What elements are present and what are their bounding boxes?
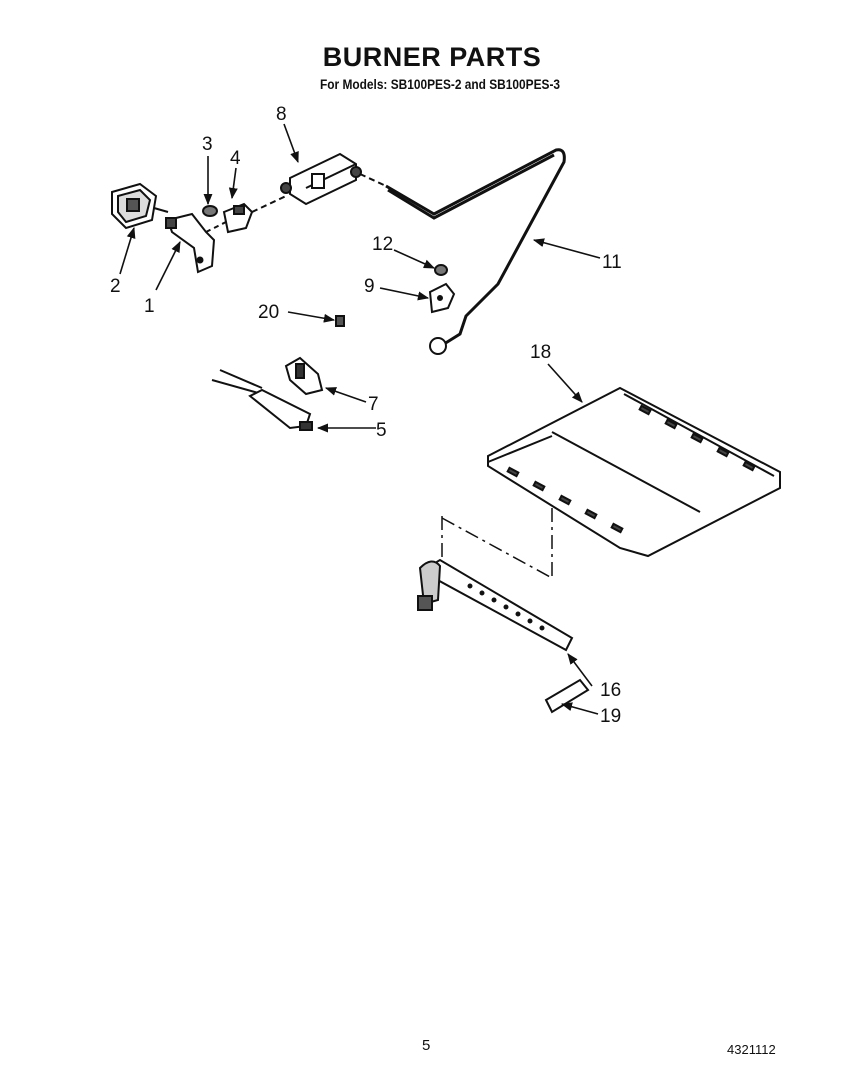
part-3-nut	[202, 205, 218, 217]
callout-3: 3	[202, 134, 213, 155]
callout-20: 20	[258, 302, 279, 323]
callout-1: 1	[144, 296, 155, 317]
part-9-bracket	[428, 282, 456, 314]
part-12-nut	[434, 264, 448, 276]
callout-11: 11	[602, 252, 622, 273]
leader-lines	[119, 123, 601, 715]
page-number: 5	[422, 1037, 431, 1054]
part-18-burner-shield	[487, 386, 781, 558]
page-title: BURNER PARTS	[322, 42, 542, 72]
part-1-valve-bracket	[165, 212, 227, 274]
callout-19: 19	[600, 706, 621, 727]
callout-7: 7	[368, 394, 379, 415]
document-number: 4321112	[727, 1042, 776, 1057]
part-20-screw	[335, 315, 345, 327]
part-8-valve-block	[280, 152, 387, 206]
part-19-plate	[544, 678, 590, 714]
callout-12: 12	[372, 234, 393, 255]
callout-2: 2	[110, 276, 121, 297]
callout-4: 4	[230, 148, 241, 169]
callout-16: 16	[600, 680, 621, 701]
part-5-igniter	[211, 369, 313, 431]
callout-5: 5	[376, 420, 387, 441]
callout-8: 8	[276, 104, 287, 125]
part-4-fitting	[222, 195, 287, 234]
callout-9: 9	[364, 276, 375, 297]
alignment-lines	[441, 508, 553, 579]
part-16-burner-tube	[417, 558, 574, 652]
part-2-valve-body	[111, 182, 169, 230]
part-7-igniter-connector	[284, 356, 324, 396]
part-11-gas-tube	[385, 148, 566, 355]
models-subtitle: For Models: SB100PES-2 and SB100PES-3	[319, 76, 561, 92]
callout-18: 18	[530, 342, 551, 363]
